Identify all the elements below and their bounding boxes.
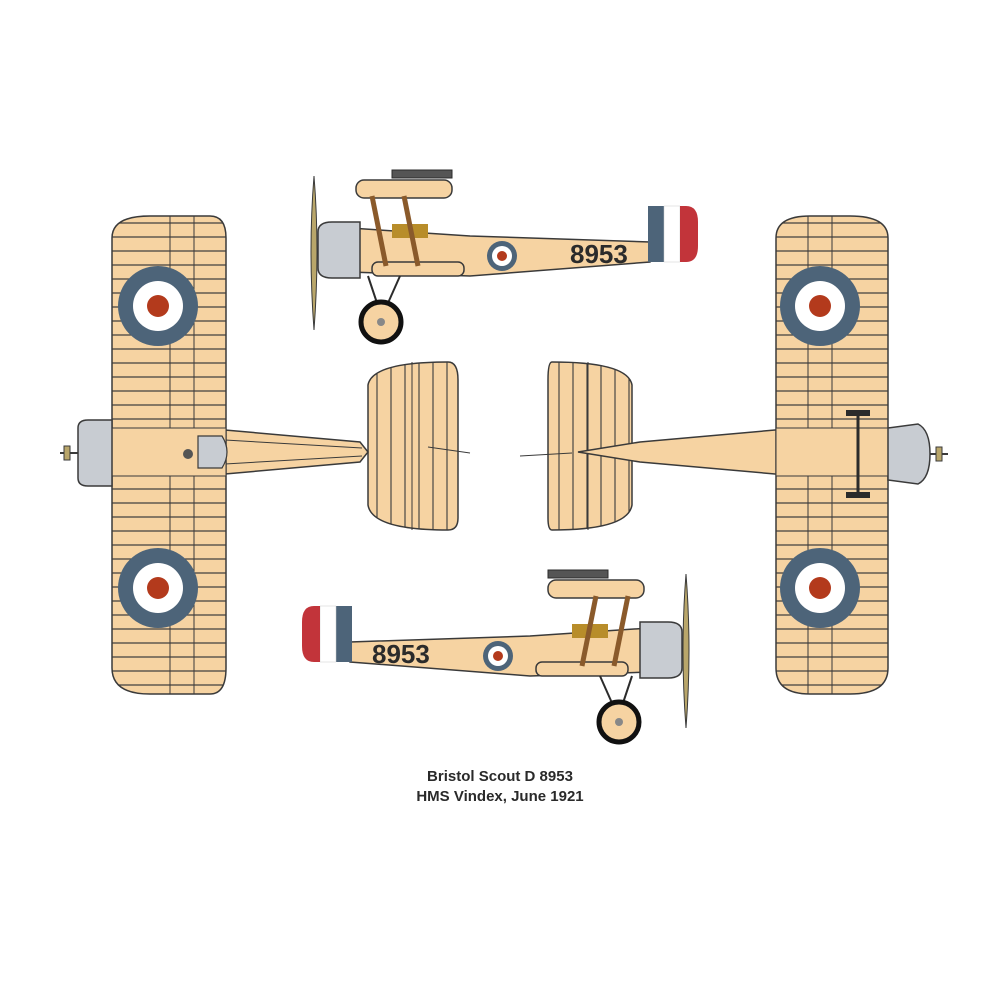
propeller-icon [682, 573, 690, 729]
tailplane [367, 361, 459, 531]
serial-number-label: 8953 [570, 239, 628, 269]
roundel-icon [487, 241, 517, 271]
wheel-icon [358, 299, 404, 345]
rudder-stripes-icon [302, 605, 352, 663]
roundel-icon [780, 266, 860, 346]
upper-wing [547, 579, 645, 599]
caption-title: Bristol Scout D 8953 [427, 768, 573, 785]
plan-view-top [60, 215, 471, 695]
roundel-icon [118, 548, 198, 628]
serial-number-label: 8953 [372, 639, 430, 669]
rudder-stripes-icon [648, 205, 698, 263]
side-view-left: 8953 [310, 169, 698, 345]
upper-wing [355, 179, 453, 199]
cowling [639, 621, 683, 679]
machine-gun-icon [391, 169, 453, 179]
cowling [317, 221, 361, 279]
wheel-icon [596, 699, 642, 745]
tailplane [547, 361, 633, 531]
cowling [887, 423, 931, 485]
machine-gun-icon [547, 569, 609, 579]
roundel-icon [780, 548, 860, 628]
cowling [77, 419, 113, 487]
roundel-icon [483, 641, 513, 671]
roundel-icon [118, 266, 198, 346]
caption-subtitle: HMS Vindex, June 1921 [416, 788, 584, 805]
plan-view-bottom [519, 215, 948, 695]
propeller-icon [310, 175, 318, 331]
side-view-right: 8953 [302, 569, 690, 745]
